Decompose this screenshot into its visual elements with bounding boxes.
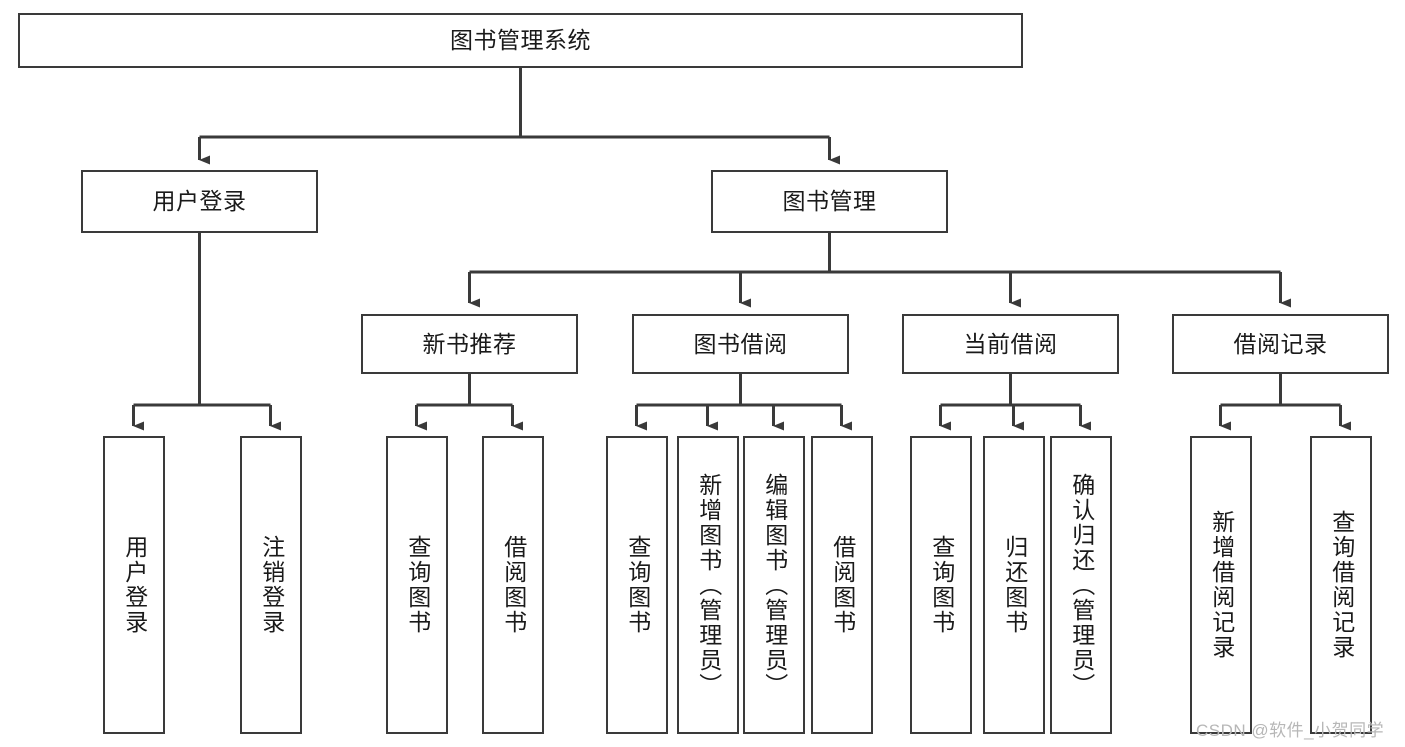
node-leaf-edit-book-admin[interactable]: 编辑图书（管理员） bbox=[743, 436, 805, 734]
node-root[interactable]: 图书管理系统 bbox=[18, 13, 1023, 68]
node-leaf-add-borrow-record-label: 新增借阅记录 bbox=[1208, 510, 1235, 660]
node-leaf-query-book-current-label: 查询图书 bbox=[928, 535, 955, 635]
node-level2-user-login[interactable]: 用户登录 bbox=[81, 170, 318, 233]
node-level3-borrow-record[interactable]: 借阅记录 bbox=[1172, 314, 1389, 374]
node-leaf-user-logout[interactable]: 注销登录 bbox=[240, 436, 302, 734]
node-level3-borrow-record-label: 借阅记录 bbox=[1233, 330, 1328, 357]
node-level3-current-borrow-label: 当前借阅 bbox=[963, 330, 1058, 357]
node-leaf-add-book-admin[interactable]: 新增图书（管理员） bbox=[677, 436, 739, 734]
node-leaf-add-book-admin-label: 新增图书（管理员） bbox=[695, 472, 722, 698]
node-level2-user-login-label: 用户登录 bbox=[152, 188, 247, 215]
node-leaf-query-book-current[interactable]: 查询图书 bbox=[910, 436, 972, 734]
node-root-label: 图书管理系统 bbox=[450, 27, 591, 54]
node-leaf-confirm-return-admin[interactable]: 确认归还（管理员） bbox=[1050, 436, 1112, 734]
csdn-watermark: CSDN @软件_小贺同学 bbox=[1196, 721, 1385, 740]
node-leaf-user-login[interactable]: 用户登录 bbox=[103, 436, 165, 734]
node-leaf-borrow-book-recommend-label: 借阅图书 bbox=[500, 535, 527, 635]
node-leaf-borrow-book-recommend[interactable]: 借阅图书 bbox=[482, 436, 544, 734]
node-leaf-user-logout-label: 注销登录 bbox=[258, 535, 285, 635]
node-leaf-query-book-borrow-label: 查询图书 bbox=[624, 535, 651, 635]
node-level2-book-management[interactable]: 图书管理 bbox=[711, 170, 948, 233]
node-leaf-return-book-label: 归还图书 bbox=[1001, 535, 1028, 635]
node-leaf-confirm-return-admin-label: 确认归还（管理员） bbox=[1068, 472, 1095, 698]
node-level3-book-borrow[interactable]: 图书借阅 bbox=[632, 314, 849, 374]
node-leaf-add-borrow-record[interactable]: 新增借阅记录 bbox=[1190, 436, 1252, 734]
node-leaf-query-borrow-record[interactable]: 查询借阅记录 bbox=[1310, 436, 1372, 734]
node-leaf-query-book-borrow[interactable]: 查询图书 bbox=[606, 436, 668, 734]
node-leaf-query-book-recommend[interactable]: 查询图书 bbox=[386, 436, 448, 734]
node-leaf-return-book[interactable]: 归还图书 bbox=[983, 436, 1045, 734]
node-leaf-edit-book-admin-label: 编辑图书（管理员） bbox=[761, 472, 788, 698]
node-level2-book-management-label: 图书管理 bbox=[782, 188, 877, 215]
node-level3-current-borrow[interactable]: 当前借阅 bbox=[902, 314, 1119, 374]
node-leaf-borrow-book[interactable]: 借阅图书 bbox=[811, 436, 873, 734]
node-level3-book-borrow-label: 图书借阅 bbox=[693, 330, 788, 357]
node-leaf-query-book-recommend-label: 查询图书 bbox=[404, 535, 431, 635]
node-level3-new-book-recommend[interactable]: 新书推荐 bbox=[361, 314, 578, 374]
node-leaf-user-login-label: 用户登录 bbox=[121, 535, 148, 635]
node-leaf-borrow-book-label: 借阅图书 bbox=[829, 535, 856, 635]
node-level3-new-book-recommend-label: 新书推荐 bbox=[422, 330, 517, 357]
node-leaf-query-borrow-record-label: 查询借阅记录 bbox=[1328, 510, 1355, 660]
